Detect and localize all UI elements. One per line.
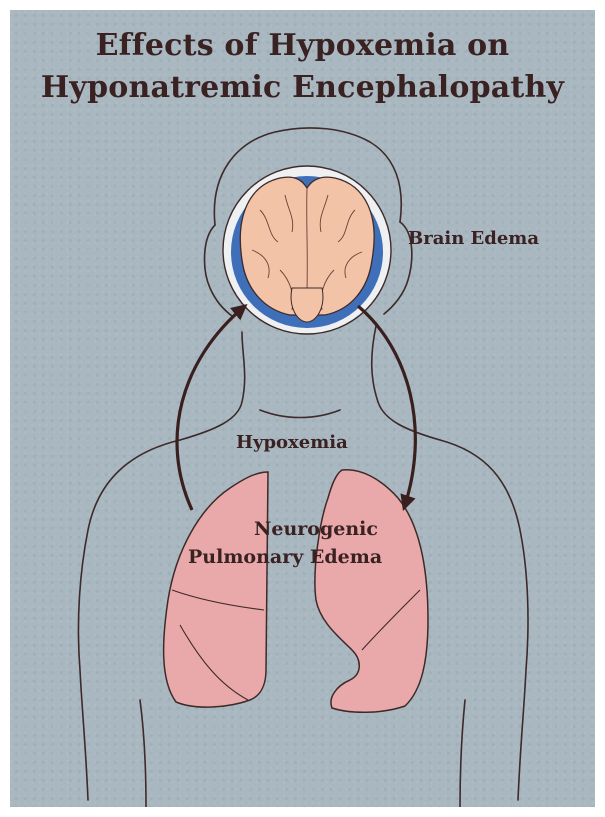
hypoxemia-label: Hypoxemia: [236, 432, 348, 453]
diagram-panel: Effects of Hypoxemia on Hyponatremic Enc…: [10, 10, 595, 807]
brain-edema-label: Brain Edema: [408, 228, 539, 249]
lungs: [164, 470, 428, 713]
left-lung: [164, 472, 268, 707]
pulmonary-edema-label-line-2: Pulmonary Edema: [188, 546, 382, 568]
title-line-2: Hyponatremic Encephalopathy: [10, 70, 595, 105]
right-lung: [315, 470, 428, 713]
pulmonary-edema-label-line-1: Neurogenic: [254, 518, 378, 540]
title-line-1: Effects of Hypoxemia on: [10, 28, 595, 63]
anatomy-illustration: [10, 10, 595, 807]
arrow-lungs-to-brain: [177, 306, 245, 510]
brain: [223, 166, 391, 334]
